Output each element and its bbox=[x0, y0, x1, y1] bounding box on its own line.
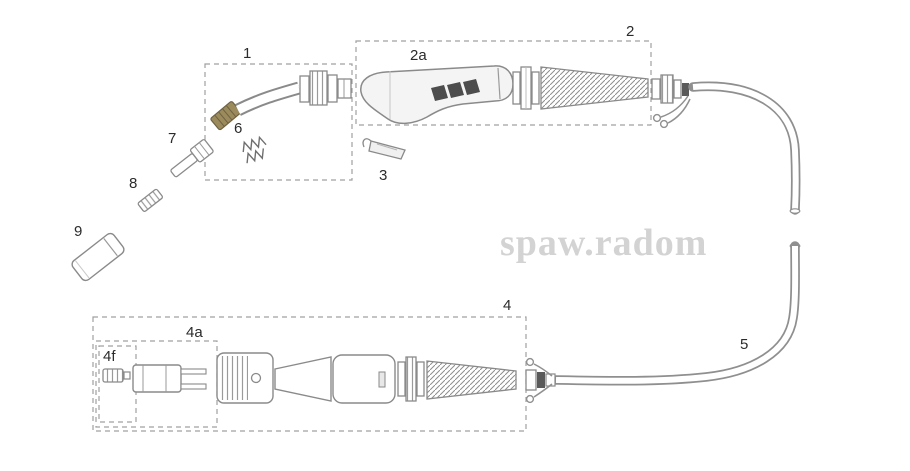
label-part-6: 6 bbox=[234, 120, 243, 137]
wire-ring-terminal bbox=[525, 394, 535, 404]
label-part-1: 1 bbox=[243, 45, 252, 62]
connector-body bbox=[332, 354, 396, 404]
wire-ring-terminal bbox=[525, 357, 535, 367]
grip-insert bbox=[447, 82, 464, 98]
label-part-7: 7 bbox=[168, 130, 177, 147]
connector-hole bbox=[250, 372, 262, 384]
label-part-5: 5 bbox=[740, 336, 749, 353]
label-part-8: 8 bbox=[129, 175, 138, 192]
neck-brass-tip bbox=[210, 101, 242, 131]
label-part-2a: 2a bbox=[410, 47, 427, 64]
part-4f-contact bbox=[102, 368, 131, 383]
connector-rib-texture bbox=[220, 356, 248, 400]
part-1-swan-neck bbox=[210, 70, 352, 131]
connector-taper-sleeve bbox=[274, 356, 332, 402]
part-4a-control-plug bbox=[132, 364, 207, 393]
watermark: spaw.radom bbox=[500, 222, 708, 264]
grip-insert bbox=[431, 85, 448, 101]
label-part-9: 9 bbox=[74, 223, 83, 240]
wire-ring-terminal bbox=[659, 119, 669, 129]
part-3-trigger bbox=[362, 138, 406, 160]
part-8-insulator bbox=[137, 188, 163, 212]
connector-spring bbox=[426, 360, 517, 400]
box-part-2 bbox=[355, 40, 652, 126]
part-2-rear-assembly bbox=[512, 66, 691, 129]
part-4-euro-connector bbox=[102, 352, 556, 404]
label-part-4: 4 bbox=[503, 297, 512, 314]
label-part-2: 2 bbox=[626, 23, 635, 40]
part-9-gas-nozzle bbox=[71, 232, 125, 282]
part-5-cable bbox=[551, 81, 801, 386]
label-part-4f: 4f bbox=[103, 348, 116, 365]
strain-relief-spring bbox=[540, 66, 649, 110]
part-2a-handle bbox=[360, 65, 514, 125]
part-6-springs bbox=[242, 135, 267, 164]
wire-ring-terminal bbox=[652, 113, 662, 123]
grip-insert bbox=[463, 79, 480, 95]
label-part-3: 3 bbox=[379, 167, 388, 184]
label-part-4a: 4a bbox=[186, 324, 203, 341]
connector-slot bbox=[378, 371, 386, 388]
part-7-tip-holder bbox=[170, 139, 214, 178]
box-part-1 bbox=[204, 63, 353, 181]
